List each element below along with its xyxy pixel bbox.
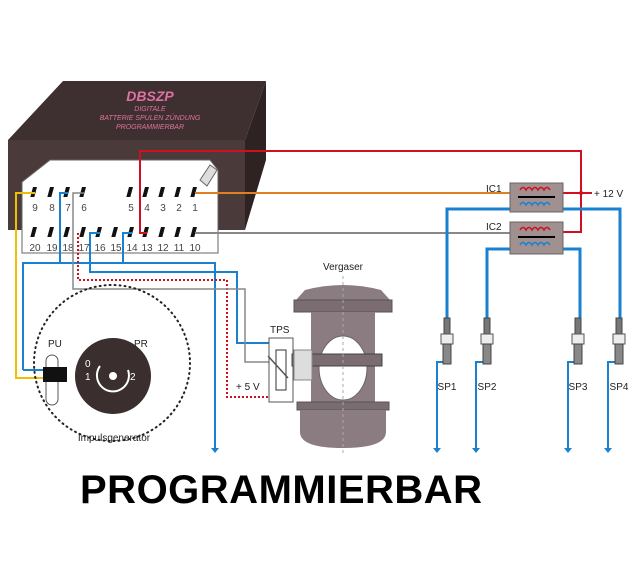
tps-label: TPS xyxy=(270,325,290,336)
connector-pin xyxy=(30,227,38,237)
wire-ground-sp4 xyxy=(607,361,616,448)
pr-label: PR xyxy=(134,339,148,350)
spark-plug: SP4 xyxy=(610,317,629,393)
spark-plug: SP3 xyxy=(569,317,588,393)
carburetor-label: Vergaser xyxy=(323,262,364,273)
generator-label: Impulsgenerator xyxy=(78,433,151,444)
ecu-line1: DIGITALE xyxy=(134,106,166,113)
pin-label: 9 xyxy=(32,203,38,214)
wire-yellow-pu xyxy=(15,192,45,379)
spark-plug-label: SP3 xyxy=(569,382,588,393)
connector-pin xyxy=(111,227,119,237)
pin-label: 7 xyxy=(65,203,71,214)
wire-blue-pin14 xyxy=(122,232,132,263)
connector-pin xyxy=(142,187,149,197)
wire-blue-pin7 xyxy=(59,192,68,263)
spark-plug: SP2 xyxy=(478,317,497,393)
ic2-label: IC2 xyxy=(486,222,502,233)
ecu-line3: PROGRAMMIERBAR xyxy=(116,124,184,131)
connector-pin xyxy=(79,187,86,197)
ecu-box: DBSZP DIGITALE BATTERIE SPULEN ZÜNDUNG P… xyxy=(8,81,266,254)
connector-pin xyxy=(63,227,71,237)
tps-5v-label: + 5 V xyxy=(236,382,260,393)
pin-label: 12 xyxy=(157,243,169,254)
ecu-line2: BATTERIE SPULEN ZÜNDUNG xyxy=(100,114,201,122)
ignition-coil-ic1: IC1 xyxy=(486,182,564,213)
pin-label: 4 xyxy=(144,203,150,214)
throttle-position-sensor: TPS + 5 V xyxy=(236,325,294,403)
connector-pin xyxy=(174,187,181,197)
supply-12v-label: + 12 V xyxy=(594,189,624,200)
pin-label: 8 xyxy=(49,203,55,214)
pickup-coil xyxy=(43,367,67,382)
connector-pin xyxy=(190,187,197,197)
pos-2-label: 2 xyxy=(130,372,136,383)
pin-label: 5 xyxy=(128,203,134,214)
connector-pin xyxy=(190,227,198,237)
ground-icon xyxy=(564,448,572,453)
pin-label: 17 xyxy=(78,243,90,254)
wire-ic2-secondary xyxy=(485,247,582,320)
connector-pin xyxy=(158,227,166,237)
page-title: PROGRAMMIERBAR xyxy=(80,468,483,512)
ground-symbols xyxy=(211,448,612,453)
wire-red-12v xyxy=(139,150,582,234)
pos-0-label: 0 xyxy=(85,359,91,370)
ground-icon xyxy=(472,448,480,453)
ignition-coil-ic2: IC2 xyxy=(486,221,564,255)
pin-label: 6 xyxy=(81,203,87,214)
pu-label: PU xyxy=(48,339,62,350)
pos-1-label: 1 xyxy=(85,372,91,383)
pin-label: 20 xyxy=(29,243,41,254)
ground-icon xyxy=(433,448,441,453)
pin-label: 3 xyxy=(160,203,166,214)
pin-label: 13 xyxy=(141,243,153,254)
pin-label: 15 xyxy=(110,243,122,254)
pin-label: 14 xyxy=(126,243,138,254)
impulse-generator: 0 1 2 PU PR Impulsgenerator xyxy=(33,284,191,444)
ground-icon xyxy=(604,448,612,453)
spark-plug-label: SP1 xyxy=(438,382,457,393)
pin-label: 18 xyxy=(62,243,74,254)
wire-ground-sp2 xyxy=(475,361,484,448)
wire-ground-sp1 xyxy=(436,361,444,448)
spark-plug-label: SP2 xyxy=(478,382,497,393)
connector-pin xyxy=(174,227,182,237)
connector-pin xyxy=(47,227,55,237)
pin-label: 10 xyxy=(189,243,201,254)
carburetor: Vergaser xyxy=(291,262,393,455)
connector-pin xyxy=(79,227,87,237)
pin-label: 11 xyxy=(174,243,185,254)
pin-label: 1 xyxy=(192,203,198,214)
connector-pin xyxy=(126,187,133,197)
ic1-label: IC1 xyxy=(486,184,502,195)
ecu-name: DBSZP xyxy=(126,88,174,104)
wire-blue-ground-bus xyxy=(22,262,216,448)
pin-label: 19 xyxy=(46,243,58,254)
wire-ground-sp3 xyxy=(567,361,575,448)
spark-plug-label: SP4 xyxy=(610,382,629,393)
connector-pin xyxy=(47,187,54,197)
pin-label: 2 xyxy=(176,203,182,214)
wire-gray-tps-wiper xyxy=(72,192,280,363)
spark-plug: SP1 xyxy=(438,317,457,393)
spark-plugs: SP1 SP2 SP3 SP4 xyxy=(438,317,629,393)
connector-pin xyxy=(158,187,165,197)
ground-icon xyxy=(211,448,219,453)
pin-label: 16 xyxy=(94,243,106,254)
